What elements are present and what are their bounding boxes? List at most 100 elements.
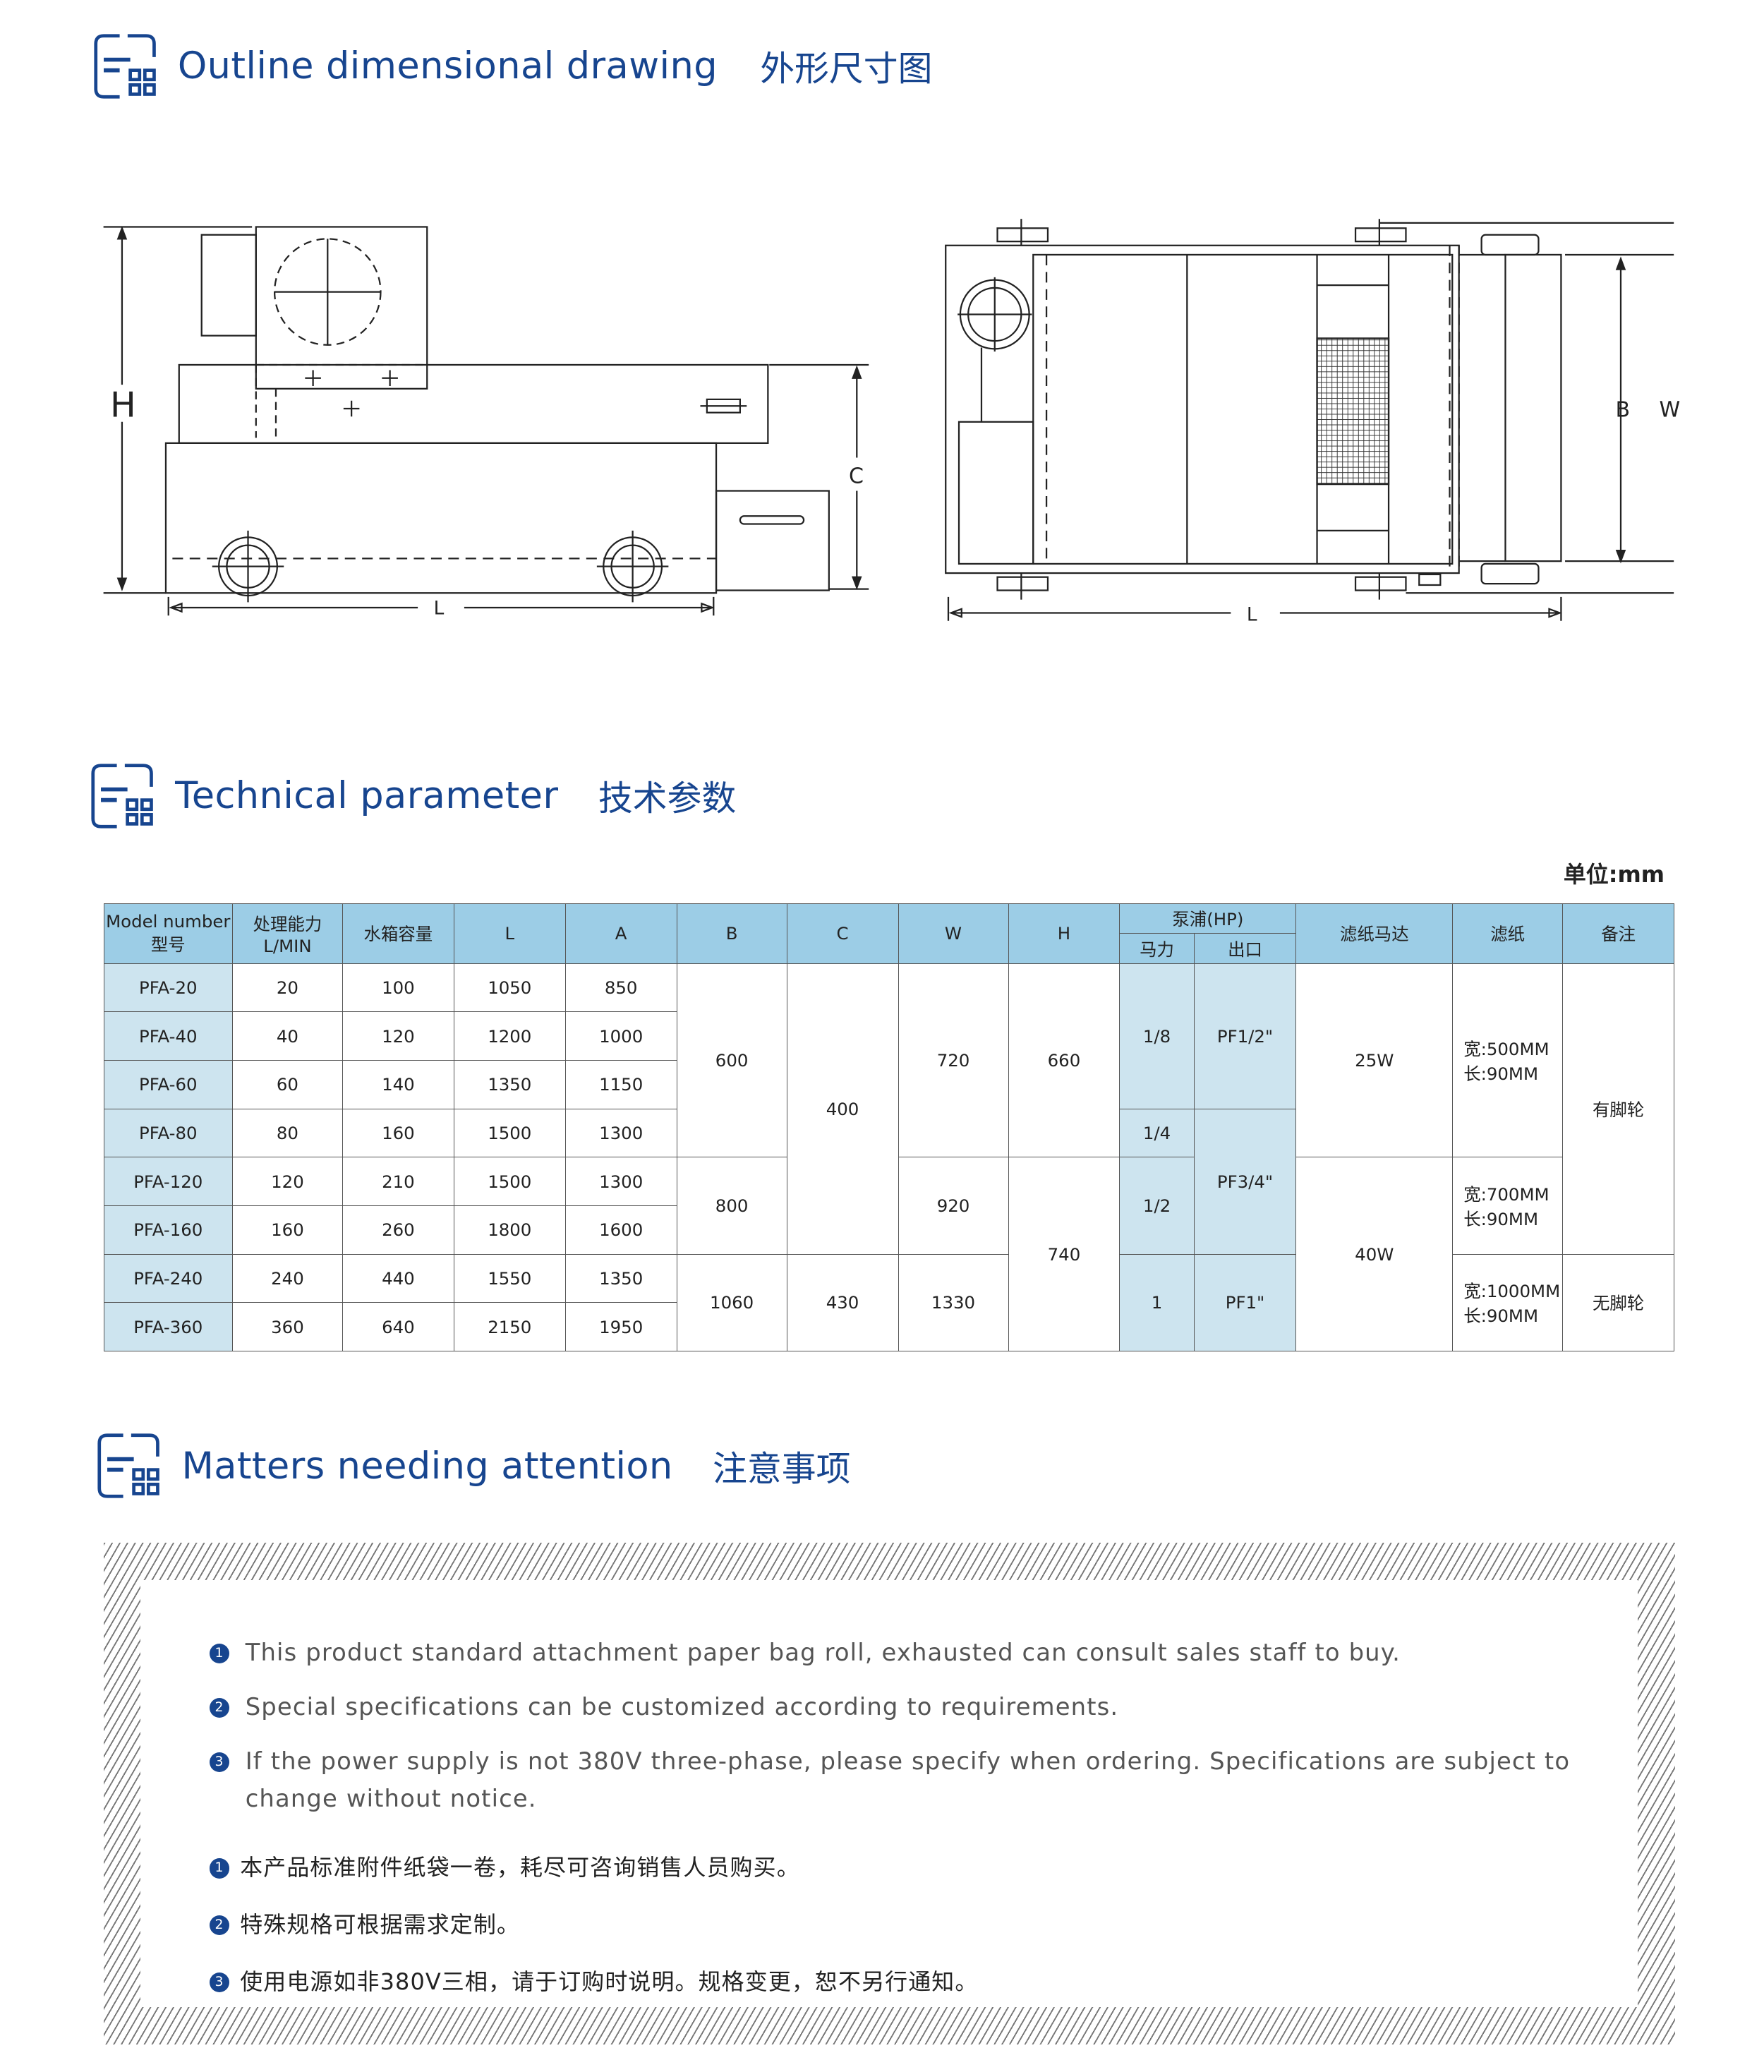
paper-size: 长:90MM xyxy=(1463,1063,1539,1084)
header-text: 型号 xyxy=(150,934,186,955)
cell-remark: 有脚轮 xyxy=(1562,963,1675,1255)
cell-B: 600 xyxy=(676,963,787,1158)
header-text: Model number xyxy=(106,910,231,932)
cell-cap: 240 xyxy=(231,1253,343,1303)
col-tank: 水箱容量 xyxy=(342,903,454,964)
top-view: B W L xyxy=(945,219,1680,626)
cell-model: PFA-120 xyxy=(103,1157,233,1207)
cell-B: 1060 xyxy=(676,1253,787,1352)
cell-outlet: PF1" xyxy=(1193,1253,1297,1352)
cell-tank: 210 xyxy=(342,1157,454,1207)
number-badge-icon: 2 xyxy=(209,1915,230,1936)
number-badge-icon: 3 xyxy=(209,1972,230,1993)
cell-L: 1500 xyxy=(453,1108,566,1158)
cell-cap: 40 xyxy=(231,1011,343,1061)
col-outlet: 出口 xyxy=(1193,933,1297,964)
number-badge-icon: 1 xyxy=(209,1643,230,1664)
unit-label: 单位:mm xyxy=(1563,861,1665,889)
header-text: L/MIN xyxy=(263,935,312,956)
section-title-cn: 外形尺寸图 xyxy=(760,49,933,90)
side-view: H C L xyxy=(103,226,869,619)
cell-model: PFA-160 xyxy=(103,1205,233,1255)
section-title-cn: 注意事项 xyxy=(713,1448,851,1489)
section-title: Outline dimensional drawing xyxy=(177,44,718,88)
note-en: 1 This product standard attachment paper … xyxy=(209,1634,1602,1672)
dim-w-label: W xyxy=(1659,397,1680,422)
col-hp: 马力 xyxy=(1119,933,1195,964)
cell-C: 400 xyxy=(786,963,899,1255)
cell-tank: 100 xyxy=(342,963,454,1013)
cell-W: 1330 xyxy=(898,1253,1009,1352)
cell-model: PFA-80 xyxy=(103,1108,233,1158)
cell-cap: 60 xyxy=(231,1060,343,1109)
cell-L: 1050 xyxy=(453,963,566,1013)
cell-A: 1350 xyxy=(564,1253,677,1303)
section-grid-icon xyxy=(93,34,156,99)
cell-tank: 120 xyxy=(342,1011,454,1061)
cell-outlet: PF1/2" xyxy=(1193,963,1297,1109)
note-cn: 3 使用电源如非380V三相，请于订购时说明。规格变更，恕不另行通知。 xyxy=(209,1963,979,2001)
cell-outlet: PF3/4" xyxy=(1193,1108,1297,1255)
section-title: Matters needing attention xyxy=(181,1444,673,1488)
note-text: 本产品标准附件纸袋一卷，耗尽可咨询销售人员购买。 xyxy=(240,1854,800,1881)
outline-section-header: Outline dimensional drawing 外形尺寸图 xyxy=(93,33,933,100)
cell-model: PFA-240 xyxy=(103,1253,233,1303)
col-pump: 泵浦(HP) xyxy=(1119,903,1297,934)
cell-A: 1300 xyxy=(564,1157,677,1207)
cell-L: 1350 xyxy=(453,1060,566,1109)
cell-W: 720 xyxy=(898,963,1009,1158)
note-en: 2 Special specifications can be customize… xyxy=(209,1689,1602,1726)
dim-l-label: L xyxy=(434,598,445,619)
cell-paper: 宽:1000MM 长:90MM xyxy=(1452,1253,1564,1352)
note-text: Special specifications can be customized… xyxy=(245,1692,1119,1721)
paper-size: 长:90MM xyxy=(1463,1208,1539,1229)
cell-tank: 160 xyxy=(342,1108,454,1158)
section-title-cn: 技术参数 xyxy=(598,778,737,819)
dim-c-label: C xyxy=(849,464,864,488)
cell-L: 1200 xyxy=(453,1011,566,1061)
col-motor: 滤纸马达 xyxy=(1295,903,1454,964)
header-row: 马力 出口 xyxy=(104,933,1674,964)
cell-hp: 1/2 xyxy=(1119,1157,1195,1255)
number-badge-icon: 3 xyxy=(209,1752,230,1773)
note-text: This product standard attachment paper b… xyxy=(245,1638,1401,1666)
cell-B: 800 xyxy=(676,1157,787,1255)
paper-size: 宽:1000MM xyxy=(1463,1280,1561,1301)
cell-model: PFA-360 xyxy=(103,1302,233,1351)
number-badge-icon: 2 xyxy=(209,1697,230,1718)
cell-H: 660 xyxy=(1008,963,1120,1158)
note-en: 3 If the power supply is not 380V three-p… xyxy=(209,1743,1602,1817)
cell-model: PFA-60 xyxy=(103,1060,233,1109)
technical-section-header: Technical parameter 技术参数 xyxy=(90,763,736,829)
cell-remark: 无脚轮 xyxy=(1562,1253,1675,1352)
paper-size: 宽:700MM xyxy=(1463,1183,1549,1205)
cell-cap: 20 xyxy=(231,963,343,1013)
number-badge-icon: 1 xyxy=(209,1858,230,1879)
cell-motor: 25W xyxy=(1295,963,1454,1158)
col-c: C xyxy=(786,903,899,964)
note-text: 使用电源如非380V三相，请于订购时说明。规格变更，恕不另行通知。 xyxy=(240,1968,979,1995)
cell-A: 1950 xyxy=(564,1302,677,1351)
cell-C: 430 xyxy=(786,1253,899,1352)
attention-section-header: Matters needing attention 注意事项 xyxy=(97,1433,850,1499)
note-text: If the power supply is not 380V three-ph… xyxy=(245,1747,1571,1812)
cell-hp: 1/8 xyxy=(1119,963,1195,1109)
cell-L: 1800 xyxy=(453,1205,566,1255)
paper-size: 长:90MM xyxy=(1463,1305,1539,1326)
cell-A: 1150 xyxy=(564,1060,677,1109)
cell-hp: 1/4 xyxy=(1119,1108,1195,1158)
col-w: W xyxy=(898,903,1009,964)
col-b: B xyxy=(676,903,787,964)
cell-model: PFA-20 xyxy=(103,963,233,1013)
cell-tank: 140 xyxy=(342,1060,454,1109)
cell-hp: 1 xyxy=(1119,1253,1195,1352)
col-l: L xyxy=(453,903,566,964)
